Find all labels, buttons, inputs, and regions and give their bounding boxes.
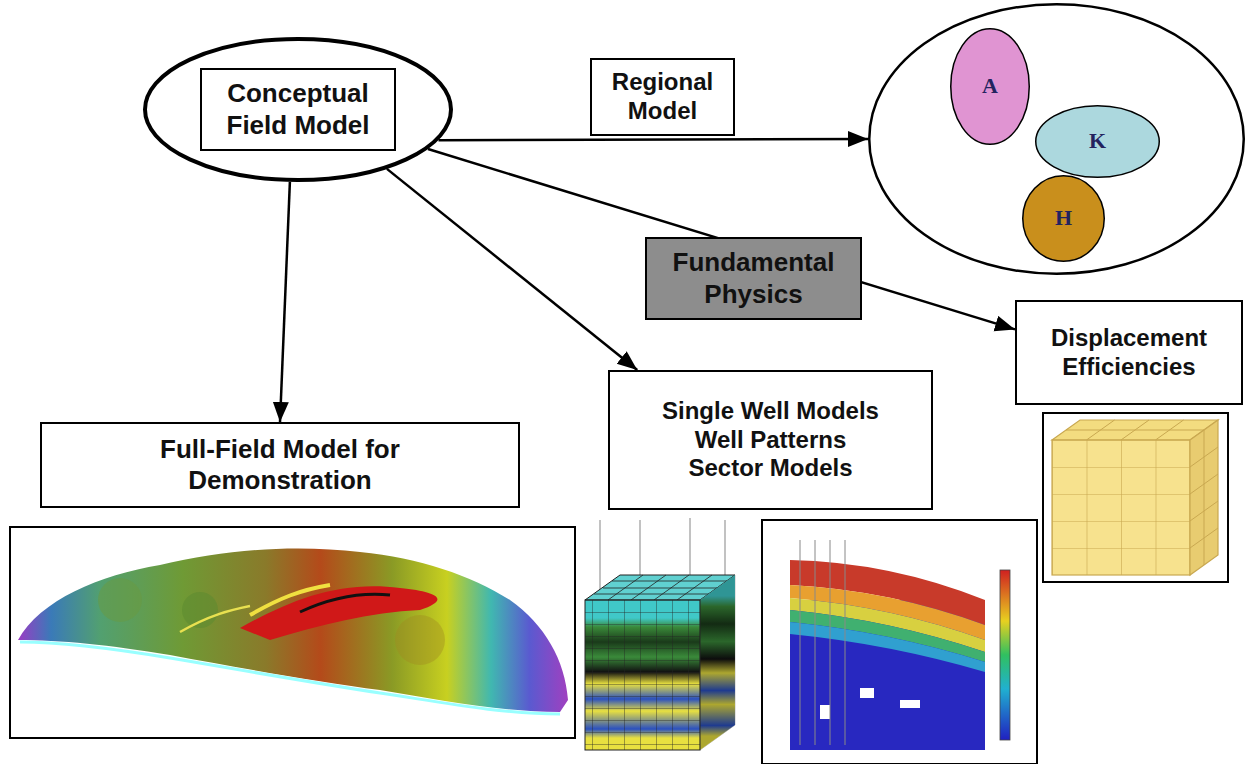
node-text: H	[1055, 205, 1072, 231]
edge-label-box: Fundamental Physics	[645, 237, 862, 320]
caption-box: Single Well ModelsWell PatternsSector Mo…	[608, 370, 933, 510]
edge-label-box: Regional Model	[590, 58, 735, 136]
arrow-connector	[280, 182, 290, 422]
sector-grid-block	[585, 518, 735, 750]
ellipse-outline	[869, 4, 1244, 274]
region-ellipse: A K H	[868, 3, 1245, 275]
node-text: K	[1089, 128, 1106, 154]
arrow-connector	[387, 169, 637, 370]
concept-ellipse: Conceptual Field Model	[143, 37, 453, 182]
cross-section-plot	[762, 520, 1037, 764]
node-text: Conceptual Field Model	[200, 68, 396, 150]
node-text: Well Patterns	[695, 426, 847, 455]
node-text: Full-Field Model for Demonstration	[90, 434, 470, 496]
arrow-connector	[438, 139, 868, 140]
displacement-cube	[1043, 413, 1228, 582]
edge-label: Regional Model	[600, 68, 725, 126]
full-field-surface	[10, 527, 575, 738]
area-ellipse: K	[1035, 105, 1160, 178]
area-ellipse: A	[950, 28, 1030, 145]
node-text: Single Well Models	[662, 397, 879, 426]
node-text: A	[982, 73, 998, 99]
node-text: Displacement Efficiencies	[1029, 324, 1229, 382]
ellipse-outline	[951, 29, 1030, 145]
ellipse-outline	[1036, 106, 1160, 178]
caption-box: Full-Field Model for Demonstration	[40, 422, 520, 508]
edge-label: Fundamental Physics	[655, 247, 852, 309]
node-text: Sector Models	[688, 454, 852, 483]
caption-box: Displacement Efficiencies	[1015, 300, 1243, 405]
ellipse-outline	[145, 39, 451, 180]
ellipse-outline	[1023, 176, 1105, 262]
area-ellipse: H	[1022, 175, 1105, 262]
